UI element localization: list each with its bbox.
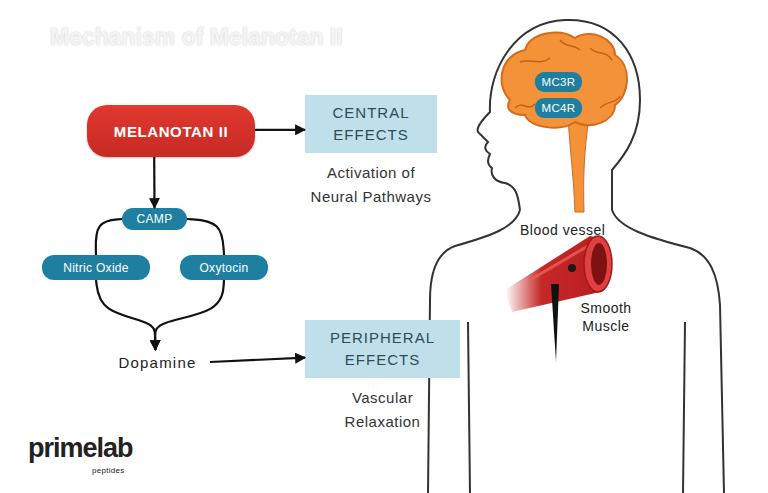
pointer-wedge — [551, 284, 559, 362]
spinal-cord — [568, 118, 589, 212]
node-caption: Vascular Relaxation — [333, 386, 433, 434]
messenger-pill: CAMP — [122, 208, 187, 230]
body-outline-right — [612, 210, 724, 493]
node-caption: Activation of Neural Pathways — [301, 161, 441, 209]
node-text: Nitric Oxide — [63, 261, 129, 275]
node-text: MC4R — [542, 102, 576, 114]
logo-subtext: peptides — [92, 466, 152, 476]
effect-box: CENTRAL EFFECTSActivation of Neural Path… — [305, 95, 437, 153]
receptor-pill: MC4R — [535, 98, 582, 118]
node-text: MELANOTAN II — [114, 123, 228, 140]
node-text: Dopamine — [119, 354, 197, 371]
connector-arrow — [187, 219, 224, 255]
connector-arrow — [155, 280, 224, 350]
node-text: CAMP — [137, 212, 173, 226]
pointer-dot — [568, 264, 576, 272]
node-text: CENTRAL EFFECTS — [311, 102, 431, 146]
connector-arrow — [153, 157, 156, 208]
node-text: MC3R — [542, 76, 576, 88]
blood-vessel-lumen — [591, 243, 607, 285]
arm-line-left — [468, 322, 470, 493]
connector-arrow — [210, 358, 305, 362]
diagram-title: Mechanism of Melanotan II — [50, 24, 343, 51]
text-node: Dopamine — [105, 350, 210, 374]
brain — [502, 33, 627, 128]
connector-arrow — [96, 280, 155, 350]
connector-arrow — [255, 129, 305, 131]
node-text: PERIPHERAL EFFECTS — [311, 327, 454, 371]
arm-line-right — [683, 322, 685, 493]
node-text: Oxytocin — [199, 261, 248, 275]
drug-box: MELANOTAN II — [87, 105, 255, 157]
messenger-pill: Nitric Oxide — [42, 255, 150, 280]
effect-box: PERIPHERAL EFFECTSVascular Relaxation — [305, 320, 460, 378]
blood-vessel-opening — [584, 236, 612, 292]
blood-vessel-highlight — [530, 246, 588, 280]
part-label: Smooth Muscle — [567, 300, 645, 335]
part-label: Blood vessel — [520, 222, 630, 240]
receptor-pill: MC3R — [535, 72, 582, 92]
logo-text: primelab — [28, 432, 168, 466]
connector-arrow — [96, 219, 122, 255]
head-outline — [478, 20, 640, 210]
messenger-pill: Oxytocin — [180, 255, 268, 280]
